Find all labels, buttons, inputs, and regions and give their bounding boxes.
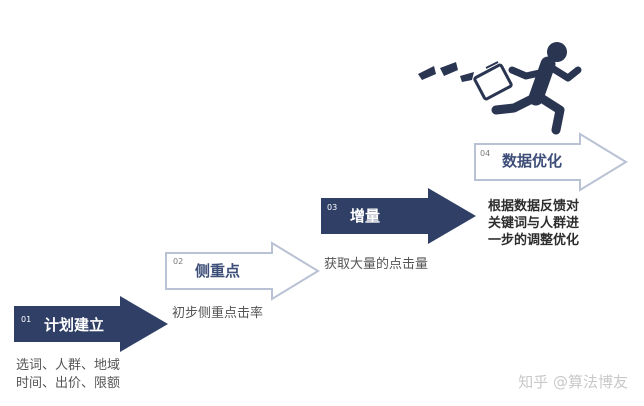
step-4-desc-line-2: 关键词与人群进 bbox=[488, 216, 580, 231]
step-1-title: 计划建立 bbox=[44, 316, 105, 334]
step-2-arrow bbox=[165, 241, 320, 301]
step-1-number: 01 bbox=[21, 315, 32, 324]
step-4-number: 04 bbox=[480, 149, 491, 158]
running-businessman-icon bbox=[418, 42, 582, 135]
step-1-desc-line-2: 时间、出价、限额 bbox=[16, 376, 121, 391]
step-4-desc-line-3: 一步的调整优化 bbox=[488, 233, 580, 248]
step-3-title: 增量 bbox=[350, 207, 381, 225]
step-3-number: 03 bbox=[327, 203, 338, 212]
step-3-desc-line-1: 获取大量的点击量 bbox=[324, 257, 429, 272]
step-4-title: 数据优化 bbox=[502, 152, 563, 170]
step-2-number: 02 bbox=[173, 257, 184, 266]
step-2-desc-line-1: 初步侧重点击率 bbox=[172, 306, 264, 321]
step-3-arrow bbox=[321, 188, 476, 244]
watermark-text: 知乎 @算法博友 bbox=[518, 373, 628, 391]
step-2-title: 侧重点 bbox=[195, 262, 241, 280]
step-1-desc-line-1: 选词、人群、地域 bbox=[16, 358, 121, 373]
step-4-desc-line-1: 根据数据反馈对 bbox=[488, 199, 580, 214]
step-4-arrow bbox=[474, 132, 628, 192]
step-1-arrow bbox=[14, 296, 168, 352]
